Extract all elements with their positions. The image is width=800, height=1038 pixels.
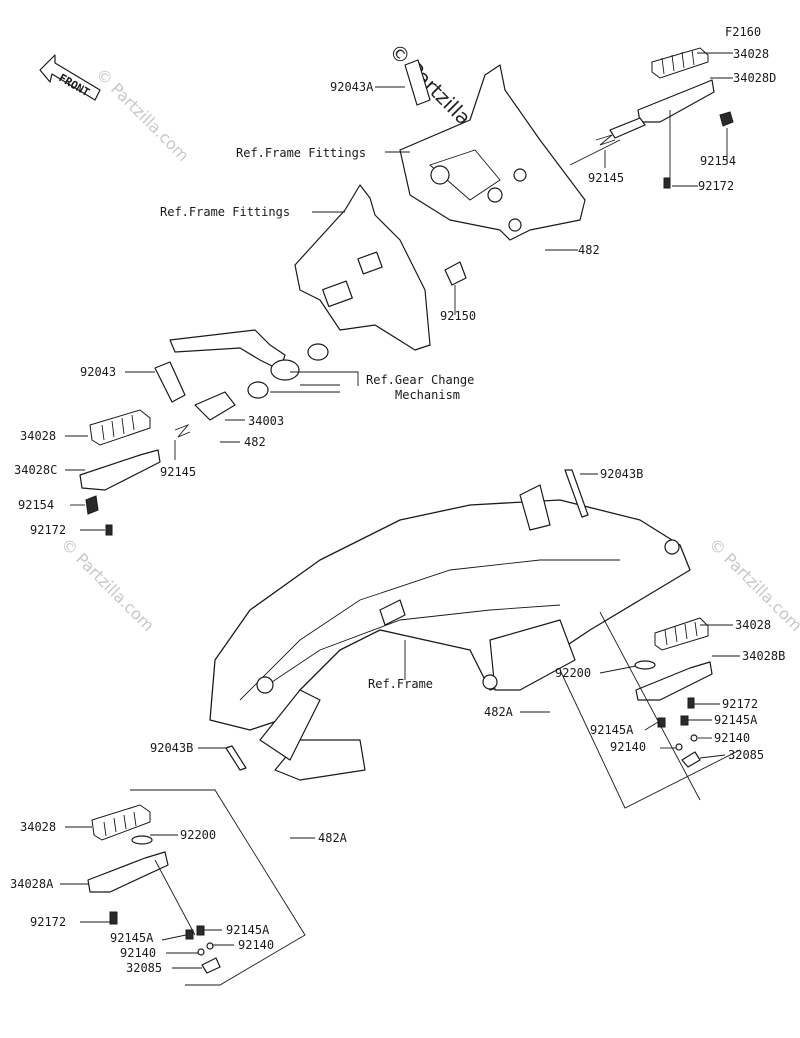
left-upper-footrest	[79, 409, 191, 536]
spring-92145A-left1	[185, 929, 194, 940]
label-92140-right-1[interactable]: 92140	[610, 740, 646, 754]
ball-92140-right2	[690, 734, 698, 742]
bolt-92172-right	[687, 697, 695, 709]
label-92043A[interactable]: 92043A	[330, 80, 374, 94]
label-ref-gear-change[interactable]: Ref.Gear Change	[366, 373, 474, 387]
label-34028B[interactable]: 34028B	[742, 649, 785, 663]
right-upper-footrest	[595, 47, 734, 189]
label-92150[interactable]: 92150	[440, 309, 476, 323]
bolt-92150	[444, 261, 467, 286]
part-labels: 92043A Ref.Frame Fittings Ref.Frame Fitt…	[10, 47, 785, 975]
label-92145A-right-2[interactable]: 92145A	[714, 713, 758, 727]
spring-92145A-right2	[680, 715, 689, 726]
label-34028-right[interactable]: 34028	[735, 618, 771, 632]
label-34028C[interactable]: 34028C	[14, 463, 57, 477]
label-92140-bottom-left-2[interactable]: 92140	[238, 938, 274, 952]
watermark-mid-left: © Partzilla.com	[57, 534, 158, 635]
pin-92043	[154, 361, 186, 403]
watermark-top-left: © Partzilla.com	[92, 64, 193, 165]
main-frame	[209, 484, 691, 781]
pin-92043B-left	[225, 745, 247, 771]
ball-92140-left1	[197, 948, 205, 956]
leader-lines	[60, 52, 741, 986]
label-92145A-bottom-left-1[interactable]: 92145A	[110, 931, 154, 945]
label-482A-right[interactable]: 482A	[484, 705, 514, 719]
label-92172-bottom-left[interactable]: 92172	[30, 915, 66, 929]
label-92172-right[interactable]: 92172	[722, 697, 758, 711]
label-482-top-right[interactable]: 482	[578, 243, 600, 257]
label-92043[interactable]: 92043	[80, 365, 116, 379]
joint-34003	[194, 391, 236, 421]
bolt-92172-bottom-left	[109, 911, 118, 925]
left-lower-footrest	[87, 745, 247, 974]
figure-code: F2160	[725, 25, 761, 39]
label-92200-bottom-left[interactable]: 92200	[180, 828, 216, 842]
gear-change-lever	[154, 329, 329, 421]
front-arrow-icon: FRONT	[39, 54, 101, 101]
label-34003[interactable]: 34003	[248, 414, 284, 428]
label-92140-bottom-left-1[interactable]: 92140	[120, 946, 156, 960]
label-ref-frame-fittings-2[interactable]: Ref.Frame Fittings	[160, 205, 290, 219]
label-32085-right[interactable]: 32085	[728, 748, 764, 762]
left-footrest-bracket	[294, 184, 467, 351]
label-34028-top-right[interactable]: 34028	[733, 47, 769, 61]
spring-92145A-left2	[196, 925, 205, 936]
label-ref-frame-fittings-1[interactable]: Ref.Frame Fittings	[236, 146, 366, 160]
label-34028-bottom-left[interactable]: 34028	[20, 820, 56, 834]
label-ref-frame[interactable]: Ref.Frame	[368, 677, 433, 691]
label-34028A[interactable]: 34028A	[10, 877, 54, 891]
label-92145-top-right[interactable]: 92145	[588, 171, 624, 185]
label-92200-right[interactable]: 92200	[555, 666, 591, 680]
right-lower-footrest	[564, 469, 713, 768]
label-92154-top-right[interactable]: 92154	[700, 154, 736, 168]
label-92145-left[interactable]: 92145	[160, 465, 196, 479]
label-92043B-right[interactable]: 92043B	[600, 467, 643, 481]
bolt-92172-left	[105, 524, 113, 536]
bolt-92172	[663, 177, 671, 189]
spring-92145-left	[174, 423, 191, 438]
label-482A-bottom-left[interactable]: 482A	[318, 831, 348, 845]
label-92145A-right-1[interactable]: 92145A	[590, 723, 634, 737]
label-32085-bottom-left[interactable]: 32085	[126, 961, 162, 975]
washer-92200-left	[131, 835, 153, 845]
label-92172-left[interactable]: 92172	[30, 523, 66, 537]
pin-92043A	[404, 59, 431, 106]
right-footrest-bracket	[399, 59, 586, 241]
label-92140-right-2[interactable]: 92140	[714, 731, 750, 745]
washer-92200-right	[634, 660, 656, 670]
ball-92140-right1	[675, 743, 683, 751]
plate-32085-left	[201, 957, 221, 974]
label-92145A-bottom-left-2[interactable]: 92145A	[226, 923, 270, 937]
bolt-92154-left	[85, 495, 99, 515]
label-92172-top-right[interactable]: 92172	[698, 179, 734, 193]
label-34028-left[interactable]: 34028	[20, 429, 56, 443]
plate-32085-right	[681, 751, 701, 768]
pin-92043B-right	[564, 469, 589, 518]
label-mechanism[interactable]: Mechanism	[395, 388, 460, 402]
spring-92145	[595, 134, 616, 146]
label-34028D[interactable]: 34028D	[733, 71, 776, 85]
label-482-left[interactable]: 482	[244, 435, 266, 449]
label-92154-left[interactable]: 92154	[18, 498, 54, 512]
label-92043B-left[interactable]: 92043B	[150, 741, 193, 755]
bolt-92154	[719, 111, 734, 127]
ball-92140-left2	[206, 942, 214, 950]
